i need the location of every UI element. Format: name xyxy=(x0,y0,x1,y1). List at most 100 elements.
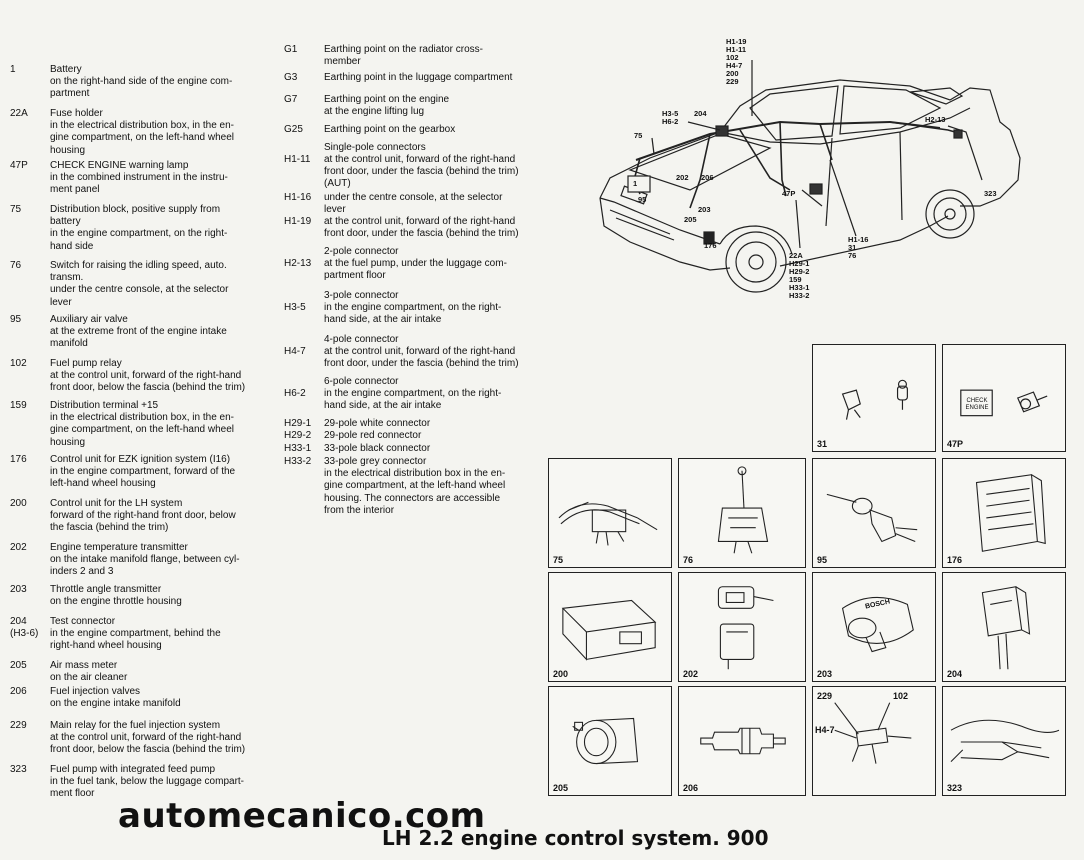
legend-line: front door, below the fascia (behind the… xyxy=(50,744,246,756)
legend-line: ment floor xyxy=(50,788,95,800)
legend-line: at the extreme front of the engine intak… xyxy=(50,326,227,338)
legend-line: Control unit for the LH system xyxy=(50,498,183,509)
car-label-206: 206 xyxy=(701,173,714,182)
panel-323: 323 xyxy=(942,686,1066,796)
panel-229-label: 229 xyxy=(817,691,833,701)
legend-code: G1 xyxy=(284,44,298,55)
car-stack-label: H1-19 xyxy=(726,37,747,46)
legend-line: member xyxy=(324,56,361,68)
legend-line: forward of the right-hand front door, be… xyxy=(50,510,236,522)
legend-description: Earthing point on the gearbox xyxy=(324,124,536,136)
legend-line: in the engine compartment, forward of th… xyxy=(50,466,236,478)
panel-176-label: 176 xyxy=(947,555,963,565)
legend-code: H1-16 xyxy=(284,192,312,203)
legend-code: H2-13 xyxy=(284,258,312,269)
legend-line: on the air cleaner xyxy=(50,672,128,684)
car-label-204: 204 xyxy=(694,109,707,118)
legend-line: gine compartment, on the left-hand wheel xyxy=(50,132,234,144)
legend-line: at the fuel pump, under the luggage com- xyxy=(324,258,507,269)
legend-code: H29-2 xyxy=(284,430,312,441)
panel-h4-7-label: H4-7 xyxy=(815,725,835,735)
legend-line: Fuse holder xyxy=(50,108,103,119)
car-stack-label: H1-11 xyxy=(726,45,747,54)
car-label-75: 75 xyxy=(634,131,643,140)
legend-line: Air mass meter xyxy=(50,660,118,671)
legend-line: at the control unit, forward of the righ… xyxy=(324,154,516,165)
legend-line: 3-pole connector xyxy=(324,290,399,301)
legend-code: G7 xyxy=(284,94,298,105)
legend-line: from the interior xyxy=(324,504,395,516)
legend-code-alt: (H3-6) xyxy=(10,628,39,639)
legend-line: partment floor xyxy=(324,270,386,282)
legend-line: under the centre console, at the selecto… xyxy=(324,192,503,203)
legend-code: 206 xyxy=(10,686,27,697)
legend-line: lever xyxy=(50,296,72,308)
legend-line: 33-pole black connector xyxy=(324,443,431,454)
legend-line: housing xyxy=(50,144,86,156)
legend-line: at the engine lifting lug xyxy=(324,106,425,118)
legend-line: housing. The connectors are accessible xyxy=(324,492,501,504)
car-stack-label: H29-1 xyxy=(789,259,810,268)
legend-line: 29-pole white connector xyxy=(324,418,431,429)
car-stack-label: 76 xyxy=(848,251,857,260)
car-label-h2-13: H2-13 xyxy=(925,115,946,124)
legend-line: in the engine compartment, on the right- xyxy=(50,228,228,240)
panel-47p-label: 47P xyxy=(947,439,964,449)
legend-line: Engine temperature transmitter xyxy=(50,542,188,553)
panel-206-label: 206 xyxy=(683,783,699,793)
panel-200: 200 xyxy=(548,572,672,682)
legend-line: front door, under the fascia (behind the… xyxy=(324,166,519,178)
legend-description: Control unit for EZK ignition system (I1… xyxy=(50,454,266,491)
legend-code: 204 xyxy=(10,616,27,627)
legend-line: Battery xyxy=(50,64,82,75)
panel-202-label: 202 xyxy=(683,669,699,679)
car-label-323: 323 xyxy=(984,189,997,198)
legend-line: at the control unit, forward of the righ… xyxy=(324,346,516,357)
legend-line: in the electrical distribution box, in t… xyxy=(50,412,234,424)
car-stack-label: H33-1 xyxy=(789,283,810,292)
legend-line: in the electrical distribution box, in t… xyxy=(50,120,234,132)
car-label-202: 202 xyxy=(676,173,689,182)
legend-line: at the control unit, forward of the righ… xyxy=(50,370,242,382)
legend-line: Earthing point on the gearbox xyxy=(324,124,456,135)
legend-description: Single-pole connectors xyxy=(324,142,536,154)
car-label-1: 1 xyxy=(633,179,638,188)
legend-code: 202 xyxy=(10,542,27,553)
car-stack-label: H33-2 xyxy=(789,291,810,300)
car-label-176: 176 xyxy=(704,241,717,250)
panel-75-label: 75 xyxy=(553,555,564,565)
legend-code: H33-2 xyxy=(284,456,312,467)
legend-line: Single-pole connectors xyxy=(324,142,426,153)
legend-code: 159 xyxy=(10,400,27,411)
legend-code: 47P xyxy=(10,160,28,171)
legend-line: in the fuel tank, below the luggage comp… xyxy=(50,776,245,788)
legend-description: at the control unit, forward of the righ… xyxy=(324,154,536,191)
legend-description: Main relay for the fuel injection system… xyxy=(50,720,266,757)
panel-75: 75 xyxy=(548,458,672,568)
legend-code: H1-11 xyxy=(284,154,311,165)
panel-205-label: 205 xyxy=(553,783,569,793)
legend-code: 76 xyxy=(10,260,22,271)
legend-code: 205 xyxy=(10,660,27,671)
panel-95: 95 xyxy=(812,458,936,568)
legend-line: Earthing point on the engine xyxy=(324,94,450,105)
legend-line: gine compartment, at the left-hand wheel xyxy=(324,480,506,492)
legend-line: Fuel injection valves xyxy=(50,686,141,697)
legend-line: hand side, at the air intake xyxy=(324,314,442,326)
legend-line: lever xyxy=(324,204,346,216)
panel-202: 202 xyxy=(678,572,806,682)
legend-description: in the engine compartment, on the right-… xyxy=(324,302,536,326)
panel-205: 205 xyxy=(548,686,672,796)
legend-line: Fuel pump with integrated feed pump xyxy=(50,764,216,775)
legend-line: Earthing point in the luggage compartmen… xyxy=(324,72,513,83)
legend-line: Fuel pump relay xyxy=(50,358,122,369)
legend-line: Control unit for EZK ignition system (I1… xyxy=(50,454,231,465)
